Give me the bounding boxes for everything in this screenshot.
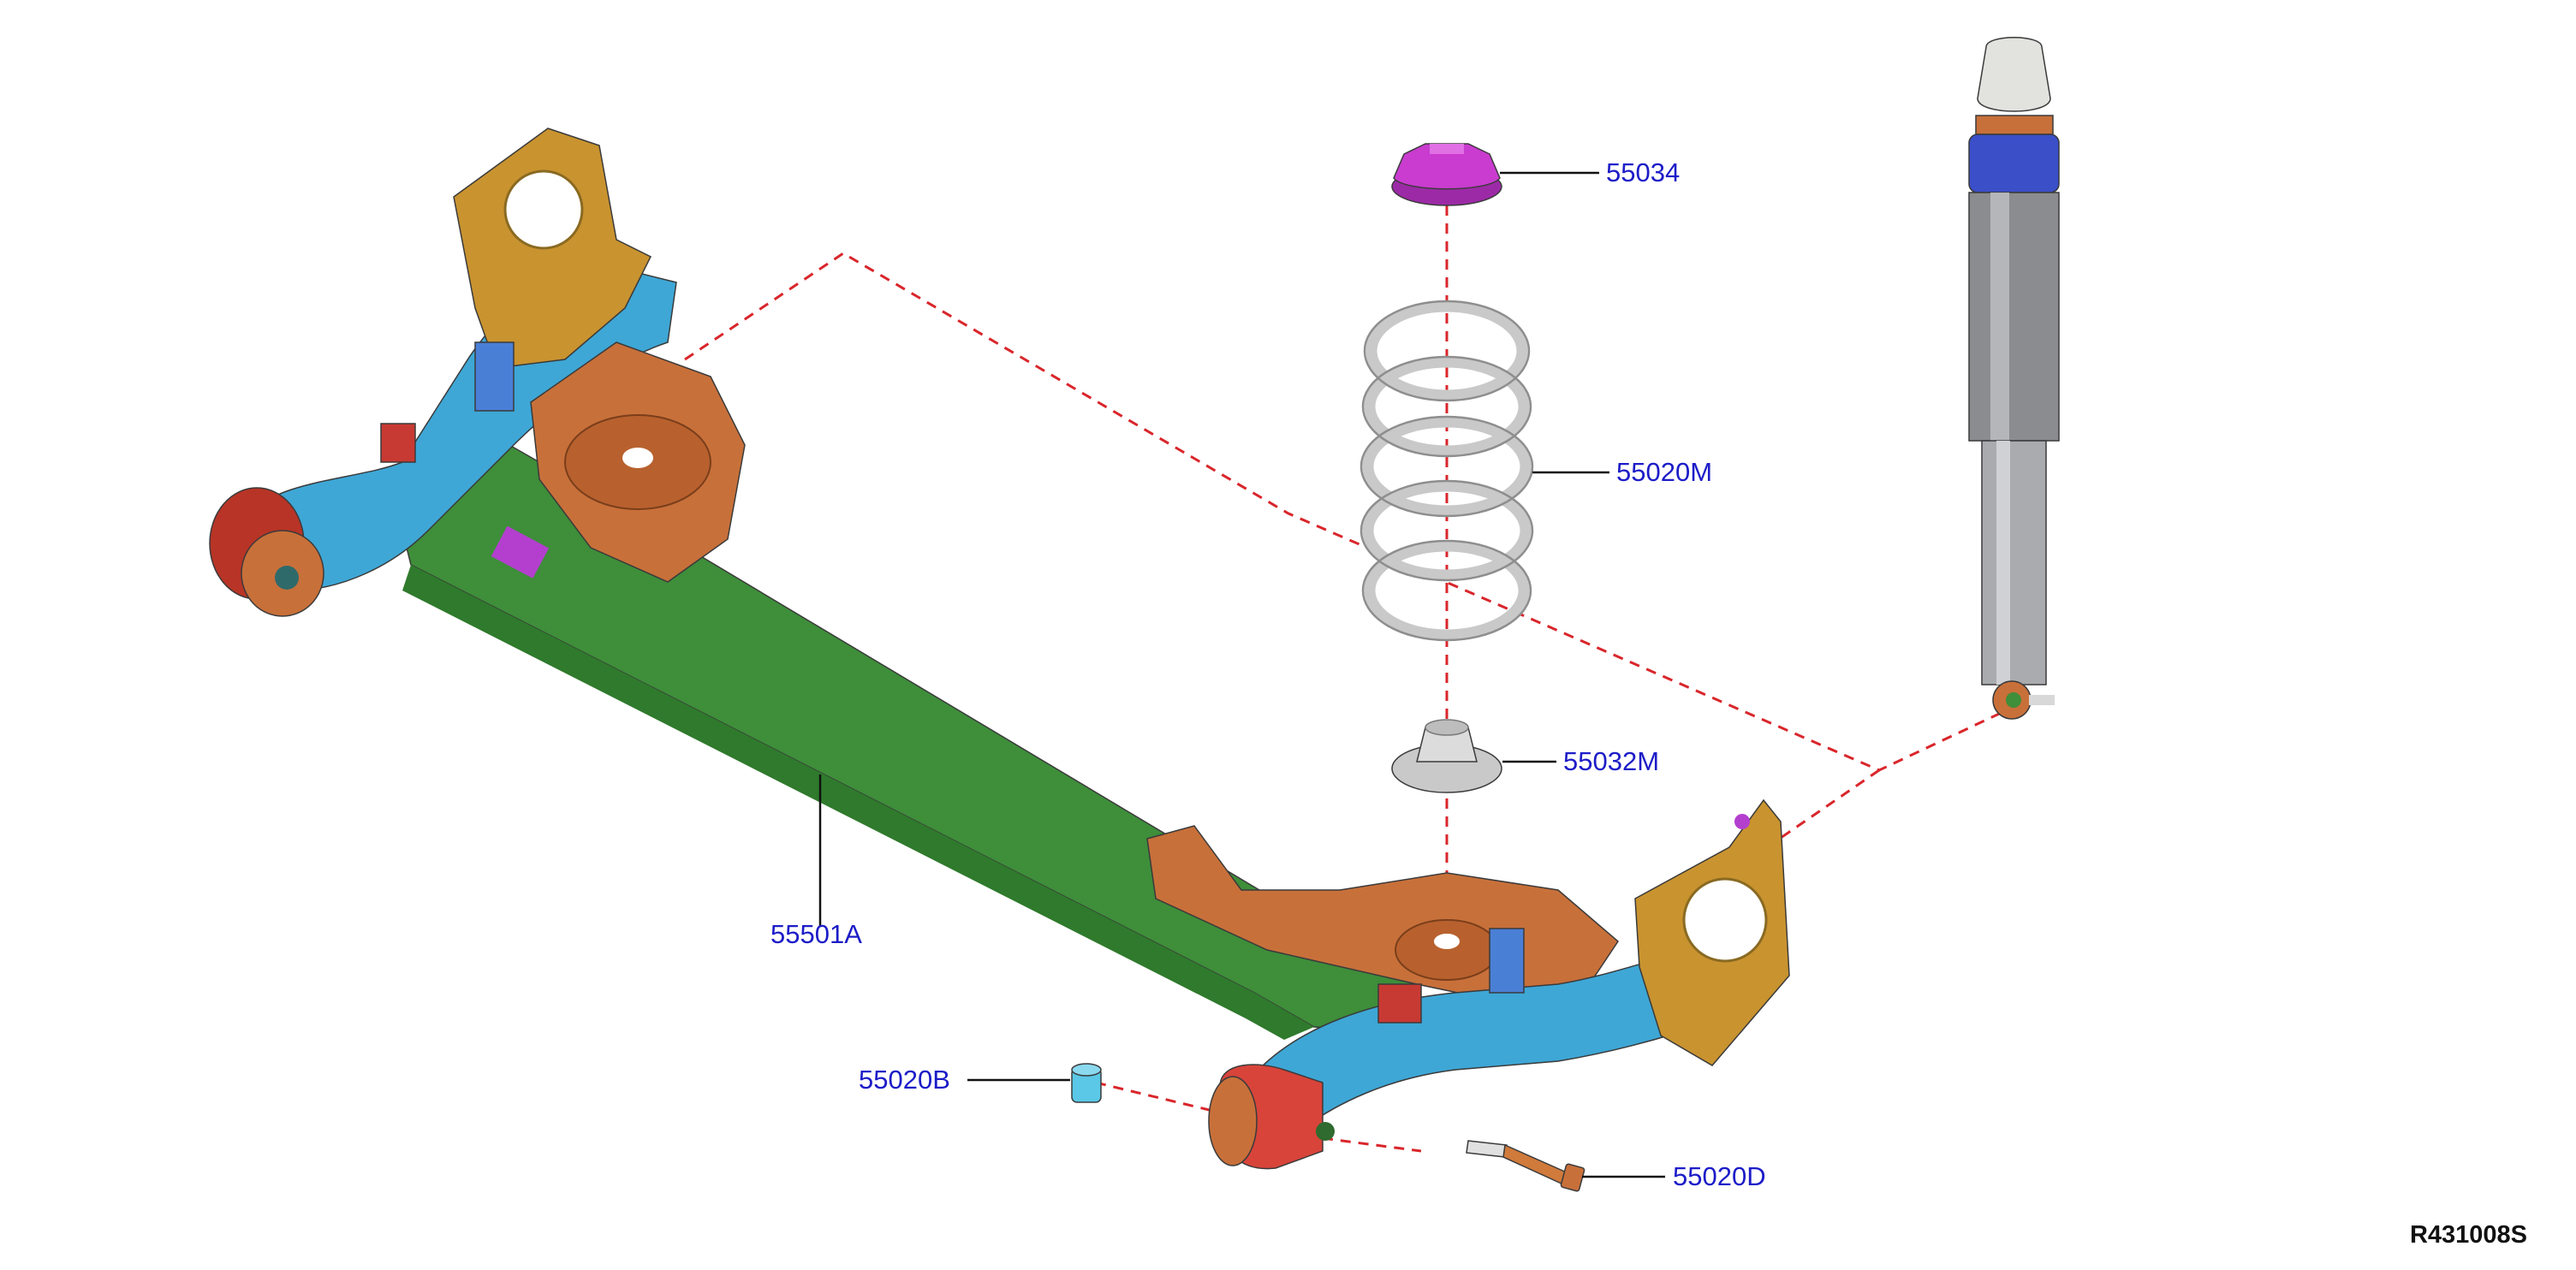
beam-pad-magenta bbox=[491, 525, 550, 579]
coil-spring bbox=[1362, 300, 1532, 641]
right-knuckle-pin bbox=[1734, 814, 1750, 829]
left-bushing-bolt-head bbox=[275, 566, 299, 590]
callout-55020D[interactable]: 55020D bbox=[1673, 1161, 1766, 1191]
bushing-bolt bbox=[1466, 1140, 1585, 1192]
left-red-tab bbox=[380, 423, 416, 463]
left-knuckle-hole bbox=[503, 169, 584, 250]
right-red-tab bbox=[1377, 983, 1422, 1024]
right-spring-pad-disc bbox=[1395, 919, 1499, 981]
shock-lower-body-shine bbox=[1996, 441, 2010, 685]
callout-55020B[interactable]: 55020B bbox=[859, 1065, 950, 1095]
axle-beam-green-side bbox=[402, 565, 1314, 1040]
diagram-id-code: R431008S bbox=[2410, 1221, 2527, 1249]
bushing-cap bbox=[1071, 1063, 1102, 1103]
right-bushing-face bbox=[1208, 1076, 1258, 1166]
callout-55034[interactable]: 55034 bbox=[1606, 157, 1680, 187]
shock-lower-eye-center bbox=[2006, 692, 2021, 708]
upper-spring-seat bbox=[1391, 143, 1502, 206]
rear-axle-beam-assembly bbox=[209, 128, 1790, 1170]
shock-lower-pin bbox=[2029, 695, 2055, 705]
left-spring-pad-hole bbox=[622, 448, 653, 468]
callout-55020M[interactable]: 55020M bbox=[1616, 457, 1712, 487]
shock-upper-body-shine bbox=[1990, 193, 2009, 441]
callout-labels: 55034 55020M 55032M 55501A 55020B 55020D bbox=[770, 157, 1766, 1191]
lower-spring-seat bbox=[1391, 719, 1502, 793]
coil-spring-shade bbox=[1359, 300, 1534, 642]
shock-copper-ring bbox=[1975, 115, 2054, 135]
right-bushing-center bbox=[1316, 1122, 1335, 1141]
right-knuckle-hole bbox=[1682, 877, 1768, 963]
right-blue-tab bbox=[1489, 928, 1525, 994]
shock-lower-body bbox=[1981, 440, 2047, 685]
assembly-dash-lines bbox=[684, 205, 2026, 1153]
callout-leader-lines bbox=[818, 171, 1665, 1178]
left-knuckle-blue-tab bbox=[474, 341, 515, 412]
callout-55032M[interactable]: 55032M bbox=[1563, 746, 1659, 776]
right-spring-pad-hole bbox=[1434, 934, 1460, 949]
shock-blue-collar bbox=[1968, 134, 2060, 193]
callout-55501A[interactable]: 55501A bbox=[770, 919, 862, 949]
shock-upper-body bbox=[1968, 192, 2060, 442]
shock-top-cap bbox=[1977, 37, 2051, 112]
shock-absorber bbox=[1968, 37, 2060, 720]
